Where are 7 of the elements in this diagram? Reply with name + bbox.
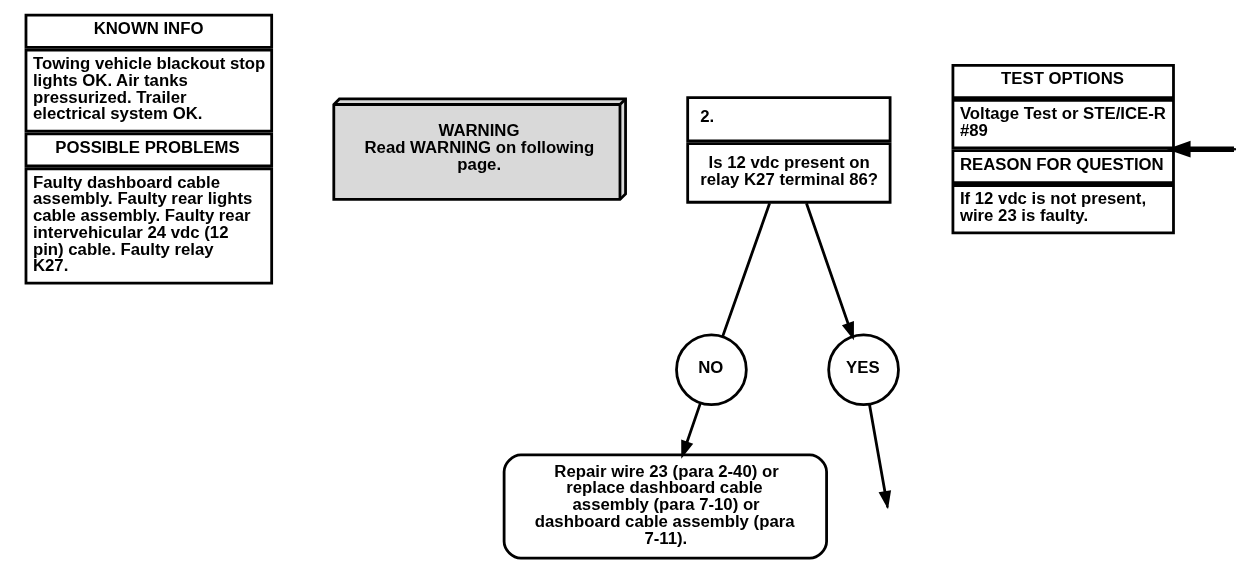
node-box: Repair wire 23 (para 2-40) or replace dashboard cable assembly (para 7-10) or dashboard cable assembly (para 7-11). <box>502 453 828 560</box>
node-circle: NO <box>675 333 748 407</box>
connector <box>721 202 771 337</box>
node-circle: YES <box>827 333 900 407</box>
arrow <box>681 402 702 459</box>
arrow <box>1166 140 1234 158</box>
arrow <box>805 202 854 341</box>
